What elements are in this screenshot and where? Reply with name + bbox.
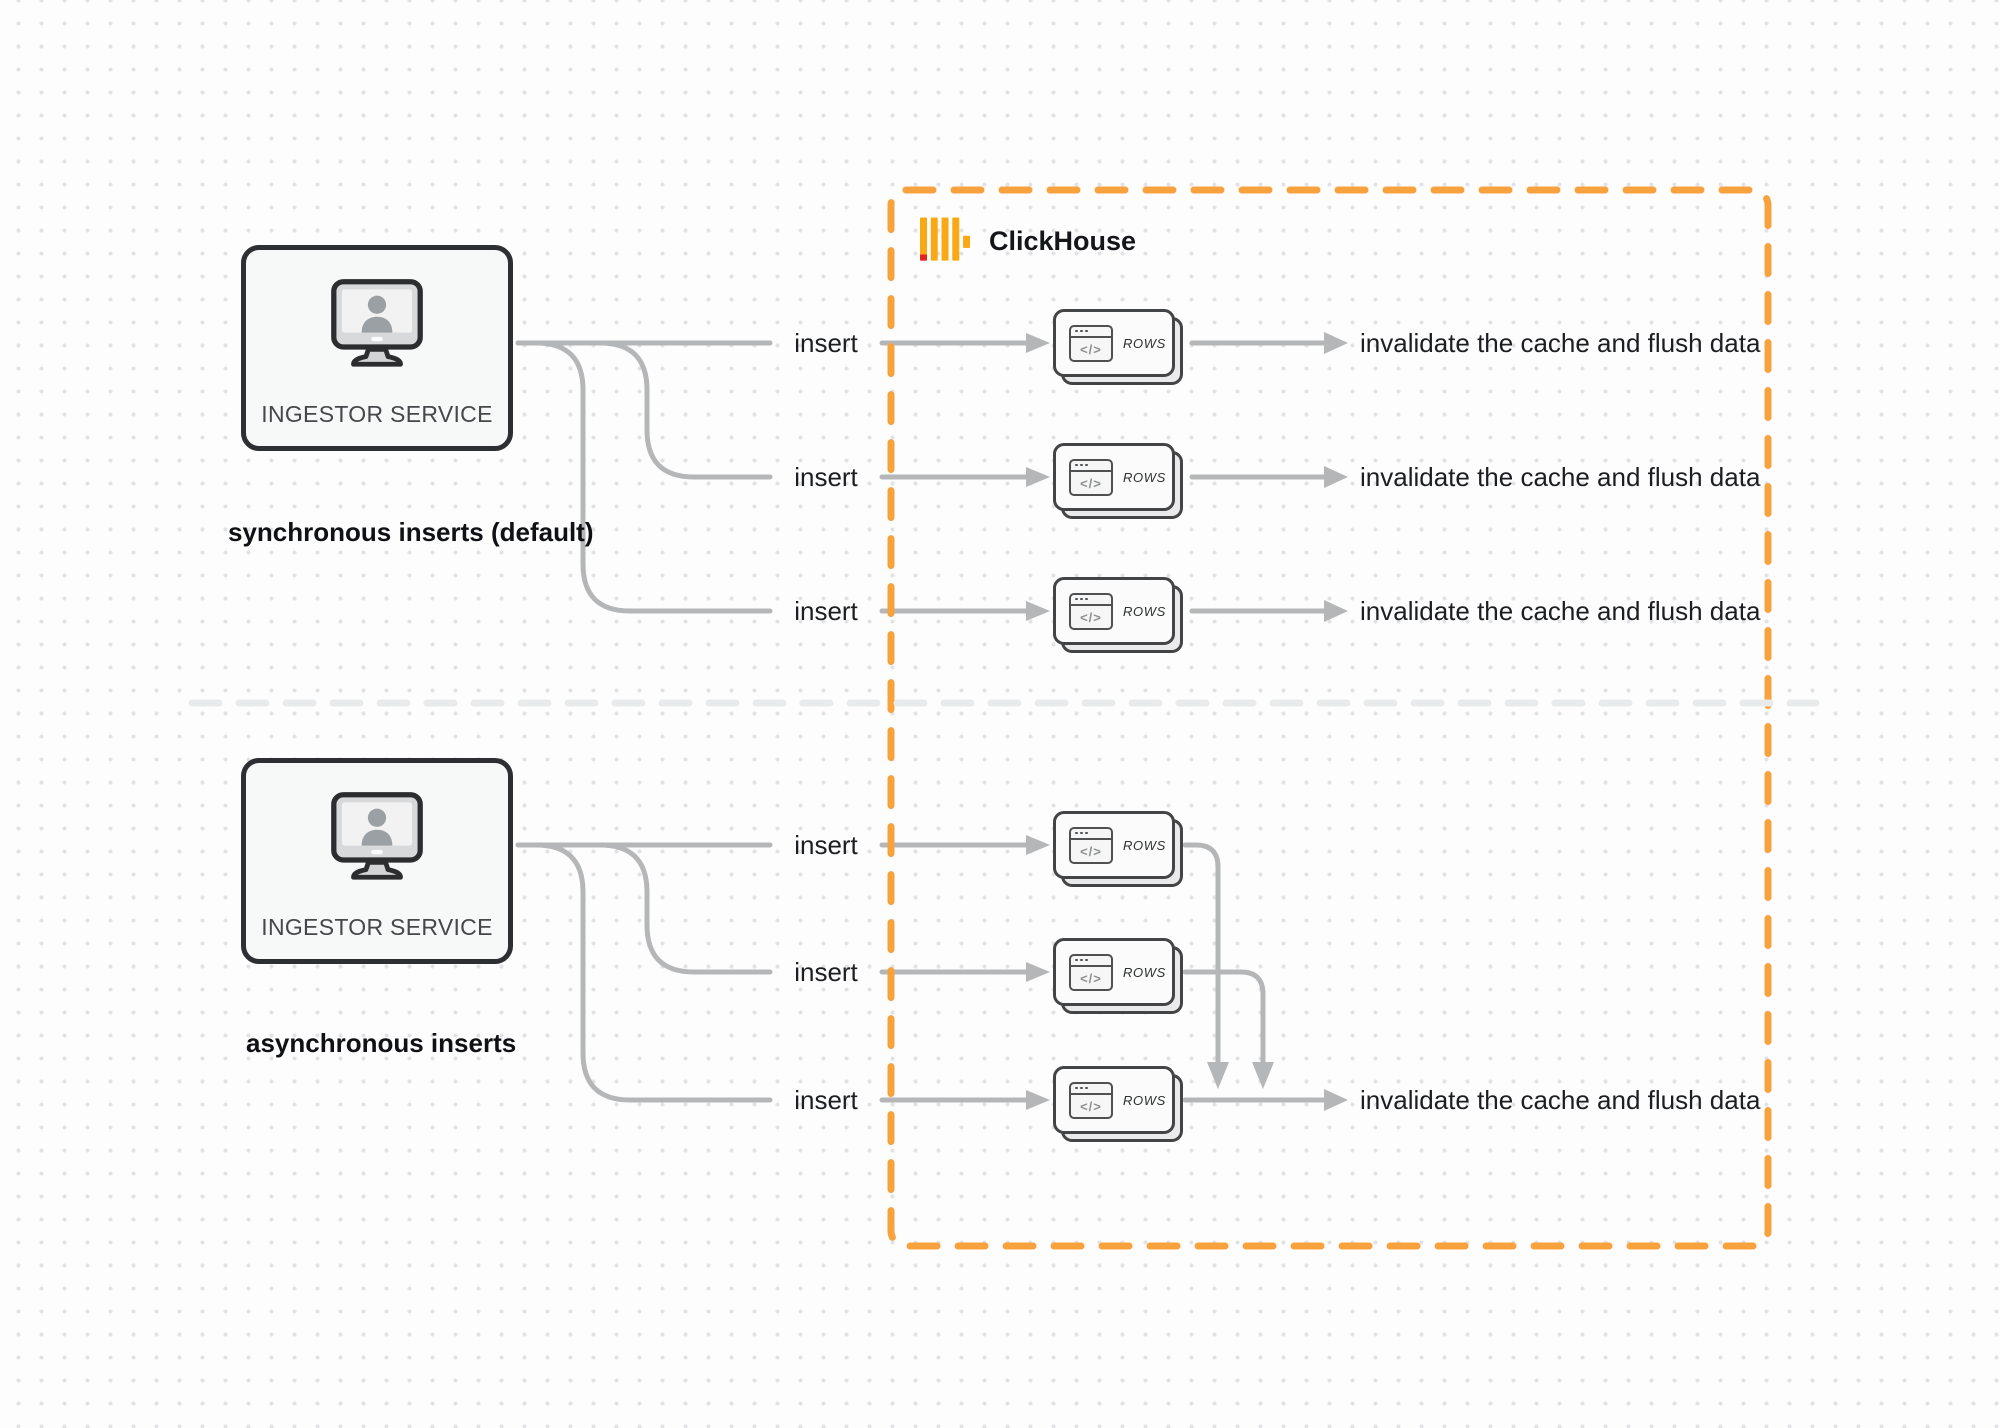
rows-label: ROWS <box>1123 1092 1166 1108</box>
rows-label: ROWS <box>1123 837 1166 853</box>
rows-table-card: </> ROWS <box>1053 811 1183 887</box>
code-window-icon: </> <box>1069 458 1113 496</box>
ingestor-service-label: INGESTOR SERVICE <box>261 401 493 427</box>
ingestor-service-box-async: INGESTOR SERVICE <box>241 758 513 964</box>
rows-table-card: </> ROWS <box>1053 1066 1183 1142</box>
rows-label: ROWS <box>1123 964 1166 980</box>
arrowhead-icon <box>1026 333 1050 353</box>
arrowhead-down-icon <box>1207 1062 1229 1089</box>
rows-table-card: </> ROWS <box>1053 577 1183 653</box>
insert-label: insert <box>794 1085 858 1115</box>
rows-table-card: </> ROWS <box>1053 938 1183 1014</box>
insert-label: insert <box>794 830 858 860</box>
sync-branch-wire-3 <box>533 340 773 614</box>
arrowhead-icon <box>1324 1089 1348 1111</box>
arrowhead-down-icon <box>1252 1062 1274 1089</box>
monitor-user-icon <box>329 276 425 375</box>
arrowhead-icon <box>1324 466 1348 488</box>
rows-label: ROWS <box>1123 469 1166 485</box>
ingestor-service-box-sync: INGESTOR SERVICE <box>241 245 513 451</box>
code-window-icon: </> <box>1069 953 1113 991</box>
clickhouse-title: ClickHouse <box>989 226 1137 256</box>
arrowhead-icon <box>1026 835 1050 855</box>
insert-label: insert <box>794 328 858 358</box>
ingestor-service-label: INGESTOR SERVICE <box>261 914 493 940</box>
async-branch-wire-2 <box>597 842 773 975</box>
async-caption: asynchronous inserts <box>246 1028 517 1058</box>
arrowhead-icon <box>1026 1090 1050 1110</box>
result-label: invalidate the cache and flush data <box>1360 1085 1761 1115</box>
result-label: invalidate the cache and flush data <box>1360 596 1761 626</box>
arrowhead-icon <box>1026 962 1050 982</box>
sync-caption: synchronous inserts (default) <box>228 517 594 547</box>
insert-label: insert <box>794 462 858 492</box>
async-branch-wire-3 <box>533 842 773 1103</box>
rows-label: ROWS <box>1123 335 1166 351</box>
sync-branch-wire-2 <box>597 340 773 480</box>
code-window-icon: </> <box>1069 324 1113 362</box>
rows-label: ROWS <box>1123 603 1166 619</box>
arrowhead-icon <box>1026 601 1050 621</box>
code-window-icon: </> <box>1069 592 1113 630</box>
result-label: invalidate the cache and flush data <box>1360 328 1761 358</box>
code-window-icon: </> <box>1069 826 1113 864</box>
result-label: invalidate the cache and flush data <box>1360 462 1761 492</box>
async-merge-drop-1 <box>1182 842 1221 1065</box>
rows-table-card: </> ROWS <box>1053 309 1183 385</box>
async-merge-drop-2 <box>1182 969 1266 1065</box>
arrowhead-icon <box>1324 600 1348 622</box>
code-window-icon: </> <box>1069 1081 1113 1119</box>
clickhouse-bars-logo-icon <box>920 216 978 269</box>
insert-label: insert <box>794 957 858 987</box>
arrowhead-icon <box>1026 467 1050 487</box>
monitor-user-icon <box>329 789 425 888</box>
arrowhead-icon <box>1324 332 1348 354</box>
rows-table-card: </> ROWS <box>1053 443 1183 519</box>
insert-label: insert <box>794 596 858 626</box>
